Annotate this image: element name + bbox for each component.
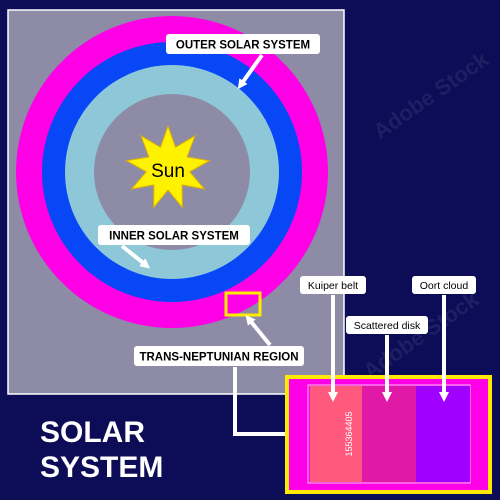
outer-label: OUTER SOLAR SYSTEM (176, 40, 310, 52)
stock-id: 155364405 (344, 411, 354, 456)
oort-label: Oort cloud (420, 280, 469, 292)
scattered-label: Scattered disk (354, 320, 421, 332)
trans-neptunian-label: TRANS-NEPTUNIAN REGION (139, 352, 298, 364)
kuiper-belt-band (310, 386, 362, 482)
scattered-disk-band (362, 386, 416, 482)
legend-connector (233, 367, 304, 439)
inner-arrow (120, 244, 151, 269)
trans-neptunian-label-box (134, 346, 304, 366)
inner-label: INNER SOLAR SYSTEM (109, 231, 239, 243)
sun-label: Sun (151, 161, 185, 182)
oort-label-box (412, 276, 476, 294)
outer-arrow (237, 53, 264, 90)
scattered-label-box (346, 316, 428, 334)
trans-neptunian-highlight (224, 291, 262, 317)
kuiper-label-box (300, 276, 366, 294)
outer-label-box (166, 34, 320, 54)
title-line-2: SYSTEM (40, 451, 163, 484)
sun-star (125, 124, 211, 209)
oort-cloud-band (416, 386, 470, 482)
inner-label-box (98, 225, 250, 245)
kuiper-label: Kuiper belt (308, 280, 358, 292)
title-line-1: SOLAR (40, 416, 145, 449)
trans-neptunian-arrow-up (245, 314, 272, 347)
